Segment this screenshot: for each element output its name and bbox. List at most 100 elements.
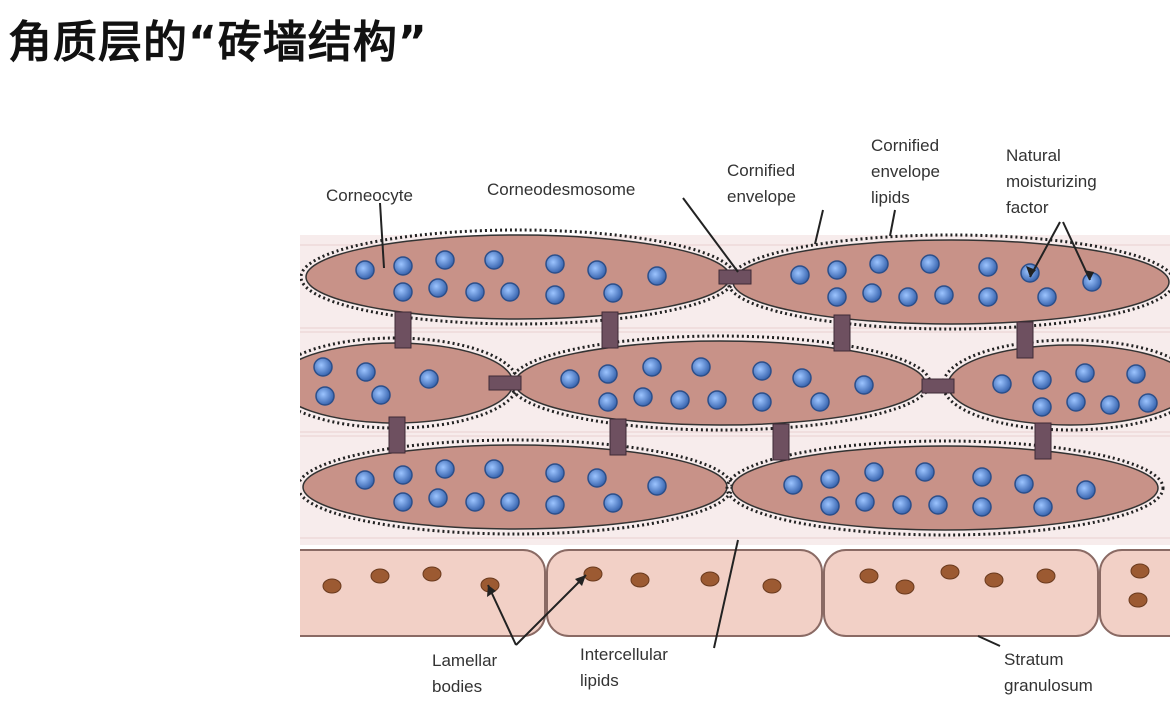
- nmf-dot: [435, 250, 455, 270]
- nmf-dot: [898, 287, 918, 307]
- label-intercellular-1: Intercellular: [580, 645, 668, 664]
- nmf-dot: [1100, 395, 1120, 415]
- label-stratum-2: granulosum: [1004, 676, 1093, 695]
- nmf-dot: [393, 465, 413, 485]
- nmf-dot: [313, 357, 333, 377]
- nmf-dot: [864, 462, 884, 482]
- nmf-dot: [1075, 363, 1095, 383]
- corneodesmosome: [772, 423, 790, 461]
- nmf-dot: [707, 390, 727, 410]
- nmf-dot: [978, 257, 998, 277]
- lamellar-body: [859, 568, 879, 584]
- lamellar-body: [762, 578, 782, 594]
- corneodesmosome: [1016, 321, 1034, 359]
- nmf-dot: [647, 266, 667, 286]
- label-cornified-envelope-2: envelope: [727, 187, 796, 206]
- nmf-dots: [313, 250, 1158, 517]
- lamellar-body: [422, 566, 442, 582]
- nmf-dot: [500, 492, 520, 512]
- nmf-dot: [790, 265, 810, 285]
- label-corneodesmosome: Corneodesmosome: [487, 180, 635, 199]
- nmf-dot: [691, 357, 711, 377]
- label-lamellar-1: Lamellar: [432, 651, 498, 670]
- nmf-dot: [598, 364, 618, 384]
- corneodesmosomes: [388, 269, 1052, 461]
- label-ce-lipids-1: Cornified: [871, 136, 939, 155]
- corneodesmosome: [601, 311, 619, 349]
- nmf-dot: [560, 369, 580, 389]
- nmf-dot: [435, 459, 455, 479]
- nmf-dot: [820, 496, 840, 516]
- nmf-dot: [920, 254, 940, 274]
- granulosum-cell: [300, 549, 546, 637]
- granulosum-cell: [546, 549, 823, 637]
- nmf-dot: [670, 390, 690, 410]
- nmf-dot: [355, 260, 375, 280]
- nmf-dot: [587, 468, 607, 488]
- lamellar-body: [370, 568, 390, 584]
- nmf-dot: [428, 278, 448, 298]
- corneodesmosome: [921, 378, 955, 394]
- nmf-dot: [603, 493, 623, 513]
- nmf-dot: [1032, 397, 1052, 417]
- nmf-dot: [810, 392, 830, 412]
- nmf-dot: [1033, 497, 1053, 517]
- lamellar-body: [895, 579, 915, 595]
- nmf-dot: [598, 392, 618, 412]
- label-nmf-3: factor: [1006, 198, 1049, 217]
- nmf-dot: [393, 492, 413, 512]
- stratum-granulosum-cells: [300, 549, 1170, 637]
- corneodesmosome: [388, 416, 406, 454]
- nmf-dot: [545, 495, 565, 515]
- page-title: 角质层的“砖墙结构”: [8, 17, 428, 68]
- nmf-dot: [972, 497, 992, 517]
- lamellar-body: [700, 571, 720, 587]
- nmf-dot: [484, 250, 504, 270]
- nmf-dot: [1014, 474, 1034, 494]
- label-lamellar-2: bodies: [432, 677, 482, 696]
- nmf-dot: [1126, 364, 1146, 384]
- cornified-envelope-lipids: [725, 439, 1165, 537]
- lamellar-bodies: [322, 563, 1150, 608]
- nmf-dot: [820, 469, 840, 489]
- nmf-dot: [355, 470, 375, 490]
- nmf-dot: [854, 375, 874, 395]
- lamellar-body: [1130, 563, 1150, 579]
- corneodesmosome: [394, 311, 412, 349]
- nmf-dot: [484, 459, 504, 479]
- lamellar-body: [583, 566, 603, 582]
- nmf-dot: [647, 476, 667, 496]
- corneodesmosome: [1034, 422, 1052, 460]
- nmf-dot: [545, 285, 565, 305]
- nmf-dot: [862, 283, 882, 303]
- lamellar-body: [322, 578, 342, 594]
- label-ce-lipids-3: lipids: [871, 188, 910, 207]
- nmf-dot: [356, 362, 376, 382]
- nmf-dot: [827, 287, 847, 307]
- nmf-dot: [992, 374, 1012, 394]
- nmf-dot: [1037, 287, 1057, 307]
- label-corneocyte: Corneocyte: [326, 186, 413, 205]
- nmf-dot: [978, 287, 998, 307]
- nmf-dot: [587, 260, 607, 280]
- nmf-dot: [792, 368, 812, 388]
- nmf-dot: [393, 282, 413, 302]
- nmf-dot: [869, 254, 889, 274]
- nmf-dot: [633, 387, 653, 407]
- nmf-dot: [1076, 480, 1096, 500]
- label-nmf-2: moisturizing: [1006, 172, 1097, 191]
- lamellar-body: [940, 564, 960, 580]
- leader-lines: [379, 197, 1091, 649]
- nmf-dot: [934, 285, 954, 305]
- nmf-dot: [315, 386, 335, 406]
- label-intercellular-2: lipids: [580, 671, 619, 690]
- lamellar-body: [630, 572, 650, 588]
- granulosum-cell: [823, 549, 1099, 637]
- nmf-dot: [1066, 392, 1086, 412]
- nmf-dot: [465, 492, 485, 512]
- nmf-dot: [827, 260, 847, 280]
- nmf-dot: [545, 463, 565, 483]
- corneocyte: [300, 342, 514, 424]
- nmf-dot: [892, 495, 912, 515]
- nmf-dot: [928, 495, 948, 515]
